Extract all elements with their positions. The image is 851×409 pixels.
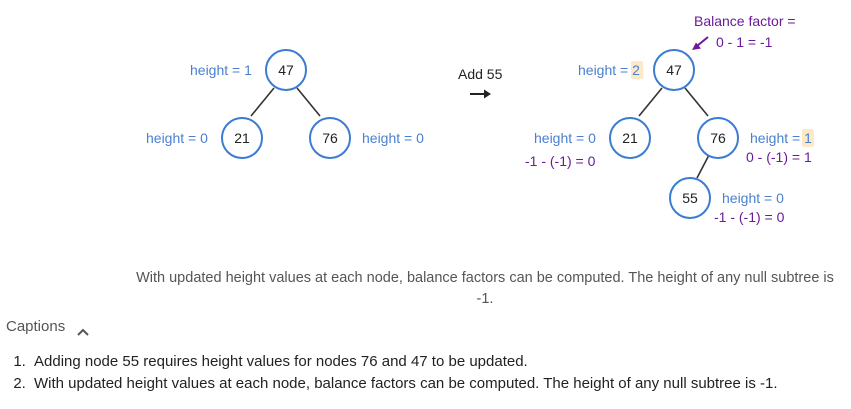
tree-node-76-updated	[697, 117, 739, 159]
height-label-55: height = 0	[722, 190, 784, 206]
tree-node-21-updated	[609, 117, 651, 159]
captions-list: Adding node 55 requires height values fo…	[6, 351, 778, 395]
tree-node-76	[309, 117, 351, 159]
slide-caption: With updated height values at each node,…	[136, 270, 834, 307]
node-label-47-updated: 47	[666, 62, 682, 78]
balance-label-76: 0 - (-1) = 1	[746, 149, 812, 165]
caption-item: Adding node 55 requires height values fo…	[30, 351, 778, 373]
balance-label-21: -1 - (-1) = 0	[525, 153, 596, 169]
edge-76-55	[696, 154, 710, 179]
highlight-76-height	[802, 129, 814, 147]
transition: Add 55	[458, 66, 503, 99]
captions-toggle-label: Captions	[6, 318, 66, 335]
balance-factor-title: Balance factor =	[694, 13, 796, 29]
height-label-47: height = 1	[190, 62, 252, 78]
captions-toggle[interactable]: Captions	[6, 318, 89, 336]
balance-factor-expression: 0 - 1 = -1	[716, 34, 773, 50]
chevron-up-icon	[77, 323, 89, 336]
node-label-47: 47	[278, 62, 294, 78]
tree-diagram: 47 21 76 height = 1 height = 0 height = …	[146, 13, 814, 225]
tree-node-47	[265, 49, 307, 91]
edge-47-21	[250, 87, 275, 117]
right-arrow-icon	[470, 89, 491, 99]
edge-47-76-right	[684, 87, 709, 117]
height-label-76-updated: height = 1	[750, 130, 812, 146]
height-label-21: height = 0	[146, 130, 208, 146]
caption-item: With updated height values at each node,…	[30, 373, 778, 395]
node-label-21-updated: 21	[622, 130, 638, 146]
height-label-21-updated: height = 0	[534, 130, 596, 146]
node-label-76-updated: 76	[710, 130, 726, 146]
height-label-47-updated: height = 2	[578, 62, 640, 78]
edge-47-21-right	[638, 87, 663, 117]
left-tree: 47 21 76 height = 1 height = 0 height = …	[146, 49, 424, 159]
highlight-root-height	[631, 61, 643, 79]
right-tree: 47 21 76 55 Balance factor = 0 - 1 = -1 …	[525, 13, 814, 225]
node-label-21: 21	[234, 130, 250, 146]
tree-node-55	[669, 177, 711, 219]
tree-node-47-updated	[653, 49, 695, 91]
edge-47-76	[296, 87, 321, 117]
tree-node-21	[221, 117, 263, 159]
pointer-arrow-icon	[692, 36, 709, 50]
balance-label-55: -1 - (-1) = 0	[714, 209, 785, 225]
add-55-label: Add 55	[458, 66, 503, 82]
node-label-55: 55	[682, 190, 698, 206]
height-label-76: height = 0	[362, 130, 424, 146]
node-label-76: 76	[322, 130, 338, 146]
